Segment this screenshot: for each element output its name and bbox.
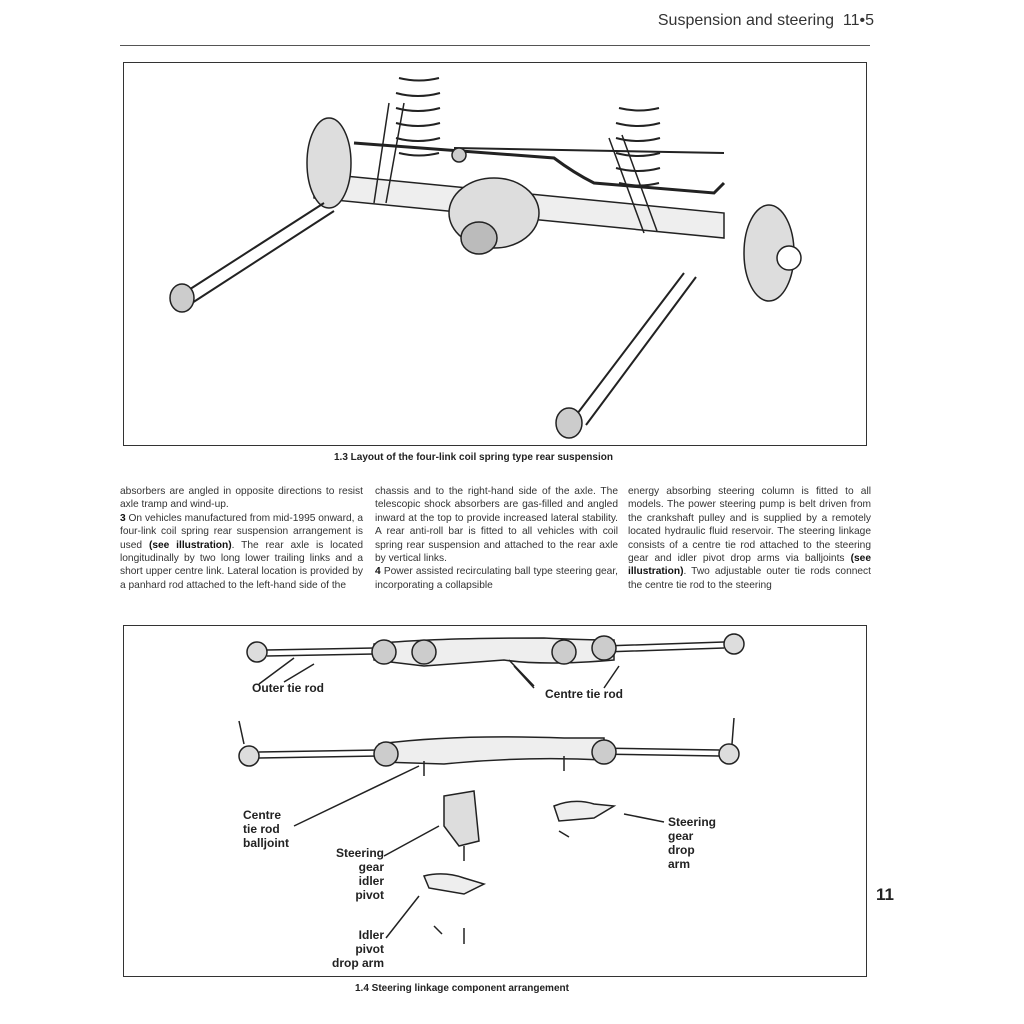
label-line: drop [668,843,695,857]
col1-para2-text: On vehicles manufactured from mid-1995 o… [120,512,363,551]
label-outer-tie-rod: Outer tie rod [252,681,325,695]
figure-rear-suspension [123,62,867,446]
label-centre-tie-rod: Centre tie rod [545,687,624,701]
header-rule [120,45,870,46]
chapter-tab: 11 [876,885,894,904]
label-line: drop arm [331,956,384,970]
label-steering-gear-idler-pivot: Steering gear idler pivot [320,846,384,902]
label-line: Centre [243,808,282,822]
col2-para2-text: Power assisted recirculating ball type s… [375,566,618,591]
see-illustration-ref: (see illustration) [628,553,871,578]
label-line: arm [668,857,691,871]
see-illustration-ref: (see illustration) [148,539,232,551]
figure1-caption: 1.3 Layout of the four-link coil spring … [334,452,613,463]
rear-suspension-illustration [169,77,802,439]
label-line: Steering [668,815,717,829]
label-line: tie rod [243,822,280,836]
figure-steering-linkage [123,625,867,977]
label-line: pivot [355,888,384,902]
label-centre-tie-rod-balljoint: Centre tie rod balljoint [243,808,289,850]
page-number: 11•5 [842,12,874,29]
steering-linkage-illustration [238,633,745,944]
text-column-3: energy absorbing steering column is fitt… [628,485,871,592]
label-line: idler [358,874,384,888]
label-line: Idler [358,928,384,942]
text-column-2: chassis and to the right-hand side of th… [375,485,618,592]
text-column-1: absorbers are angled in opposite directi… [120,485,363,592]
running-header: Suspension and steering 11•5 [658,12,874,30]
label-steering-gear-drop-arm: Steering gear drop arm [668,815,716,871]
label-line: Steering [335,846,384,860]
col1-para1: absorbers are angled in opposite directi… [120,486,363,511]
step-number: 3 [120,512,126,524]
label-idler-pivot-drop-arm: Idler pivot drop arm [310,928,384,970]
label-line: gear [668,829,694,843]
section-title: Suspension and steering [657,12,834,29]
col3-text: energy absorbing steering column is fitt… [628,486,871,565]
col2-para1: chassis and to the right-hand side of th… [375,486,618,565]
col1-para2-tail: . The rear axle is located longitudinall… [120,539,364,591]
col3-tail: . Two adjustable outer tie rods connect … [628,566,871,591]
step-number: 4 [375,566,381,578]
figure2-caption: 1.4 Steering linkage component arrangeme… [355,983,569,994]
label-line: balljoint [243,836,289,850]
label-line: gear [358,860,384,874]
label-line: pivot [355,942,384,956]
